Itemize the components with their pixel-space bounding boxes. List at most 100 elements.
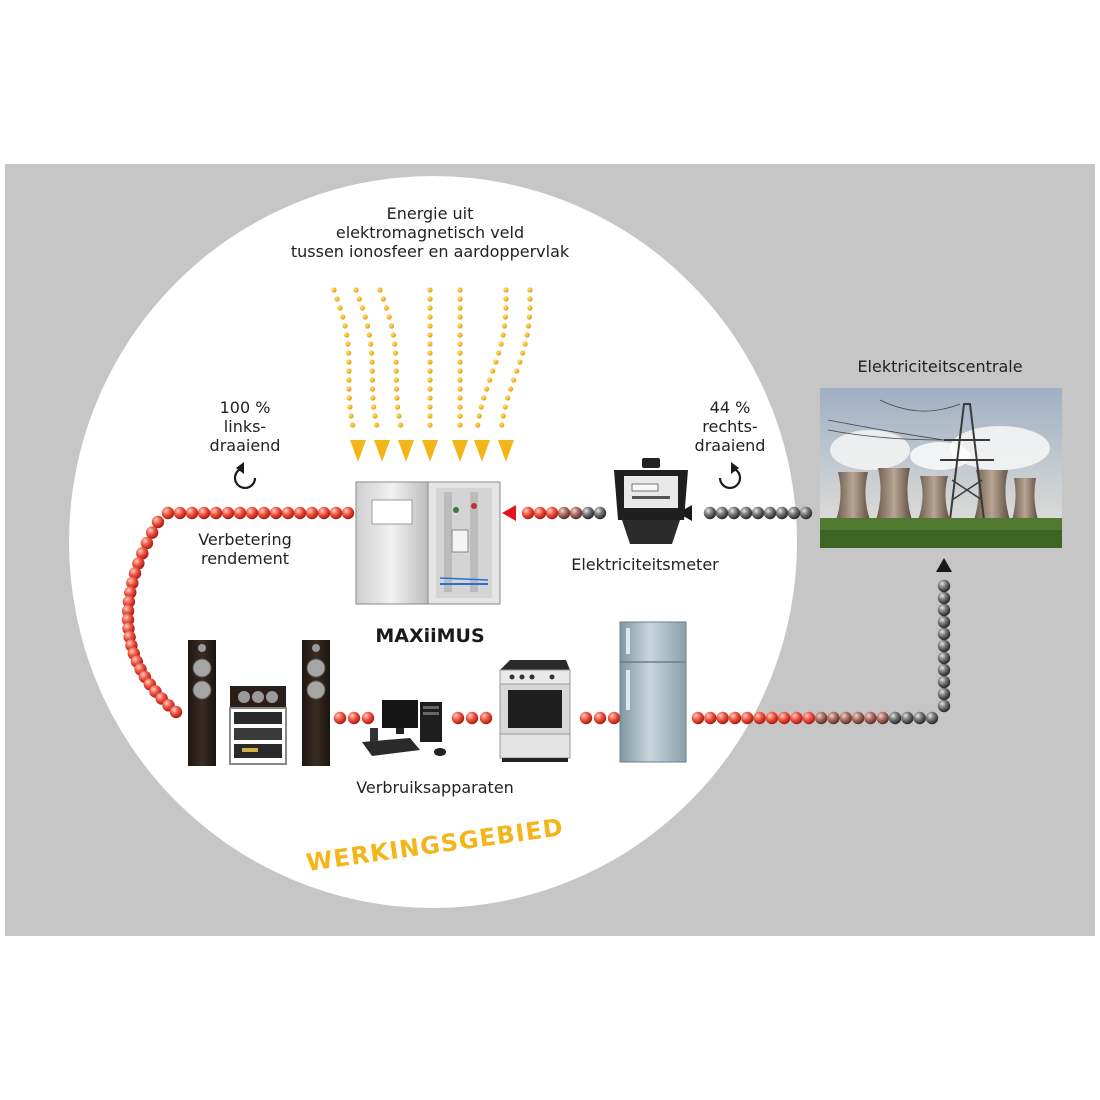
red-bead xyxy=(347,711,361,725)
red-bead xyxy=(329,506,343,520)
improvement-line-1: Verbetering xyxy=(198,530,292,549)
energy-arrowhead xyxy=(498,440,514,462)
energy-dot xyxy=(501,323,508,329)
energy-dot xyxy=(496,350,502,356)
gray-bead xyxy=(937,687,951,701)
red-bead xyxy=(161,506,175,520)
energy-dot xyxy=(356,296,362,302)
energy-dot xyxy=(427,413,433,419)
energy-dot xyxy=(508,386,514,392)
fridge xyxy=(619,621,687,763)
right-rotation-line-3: draaiend xyxy=(694,436,766,455)
gray-bead xyxy=(937,651,951,665)
chain-bead xyxy=(814,711,828,725)
meter-chain-bead xyxy=(521,506,535,520)
energy-dot xyxy=(457,350,463,356)
energy-dot xyxy=(369,368,375,374)
gray-bead xyxy=(763,506,777,520)
energy-dot xyxy=(487,377,493,383)
gray-bead xyxy=(799,506,813,520)
energy-dot xyxy=(377,287,383,293)
energy-dot xyxy=(372,413,378,419)
energy-dot xyxy=(362,314,368,320)
device-label: MAXiiMUS xyxy=(375,625,485,647)
energy-dot xyxy=(427,368,433,374)
electricity-meter xyxy=(614,458,688,544)
energy-dot xyxy=(478,404,484,410)
energy-dot xyxy=(457,296,463,302)
energy-dot xyxy=(520,350,526,356)
energy-dot xyxy=(427,422,433,428)
chain-bead xyxy=(753,711,766,725)
gray-bead xyxy=(937,603,951,617)
energy-dot xyxy=(457,413,463,419)
chain-bead xyxy=(778,711,791,725)
meter-chain-bead xyxy=(581,506,595,520)
chain-bead xyxy=(888,711,902,725)
meter-label: Elektriciteitsmeter xyxy=(571,555,719,574)
energy-dot xyxy=(331,287,337,293)
red-bead xyxy=(305,506,319,520)
energy-dot xyxy=(396,413,402,419)
energy-dot xyxy=(457,422,463,428)
energy-dot xyxy=(493,359,499,365)
energy-dot xyxy=(457,404,463,410)
energy-dot xyxy=(368,350,375,356)
gray-bead xyxy=(937,675,951,689)
stove xyxy=(499,660,571,762)
left-rotation-line-3: draaiend xyxy=(209,436,281,455)
energy-dot xyxy=(427,287,433,293)
gray-bead xyxy=(937,627,951,641)
red-bead xyxy=(233,506,247,520)
red-bead xyxy=(465,711,479,725)
energy-dot xyxy=(386,314,392,320)
energy-dot xyxy=(427,305,433,311)
energy-dot xyxy=(380,296,386,302)
energy-dot xyxy=(369,377,375,383)
energy-dot xyxy=(427,332,433,338)
energy-arrowhead xyxy=(374,440,390,462)
energy-line-1: Energie uit xyxy=(386,204,474,223)
counterclockwise-arrow-icon xyxy=(233,462,257,490)
energy-dot xyxy=(427,323,433,329)
computer xyxy=(362,700,446,756)
gray-bead xyxy=(937,699,951,713)
gray-bead xyxy=(937,579,951,593)
energy-dot xyxy=(457,287,463,293)
energy-dot xyxy=(484,386,490,392)
red-bead xyxy=(281,506,295,520)
left-rotation-label: 100 % links- draaiend xyxy=(195,398,295,455)
energy-arrowhead xyxy=(474,440,490,462)
energy-dot xyxy=(371,404,377,410)
energy-dot xyxy=(457,359,463,365)
energy-dot xyxy=(398,422,404,428)
energy-dot xyxy=(347,404,353,410)
red-bead xyxy=(132,557,145,570)
gray-bead xyxy=(937,639,951,653)
gray-bead xyxy=(739,506,753,520)
energy-dot xyxy=(342,323,348,329)
left-rotation-percent: 100 % xyxy=(219,398,271,417)
red-bead xyxy=(479,711,493,725)
right-rotation-label: 44 % rechts- draaiend xyxy=(680,398,780,455)
energy-dot xyxy=(457,368,463,374)
energy-dot xyxy=(346,377,352,383)
gray-bead xyxy=(751,506,765,520)
gray-bead xyxy=(937,591,951,605)
energy-dot xyxy=(366,332,372,338)
energy-dot xyxy=(457,395,463,401)
energy-arrowhead xyxy=(350,440,366,462)
energy-dot xyxy=(503,287,509,293)
energy-dot xyxy=(348,413,354,419)
red-bead xyxy=(361,711,375,725)
improvement-label: Verbetering rendement xyxy=(180,530,310,568)
gray-bead xyxy=(787,506,801,520)
energy-dot xyxy=(346,368,352,374)
energy-dot xyxy=(500,332,506,338)
consumers-label: Verbruiksapparaten xyxy=(356,778,514,797)
gray-bead xyxy=(775,506,789,520)
chain-bead xyxy=(704,711,717,725)
energy-dot xyxy=(427,350,433,356)
energy-beads xyxy=(121,506,951,725)
red-bead xyxy=(145,526,159,539)
